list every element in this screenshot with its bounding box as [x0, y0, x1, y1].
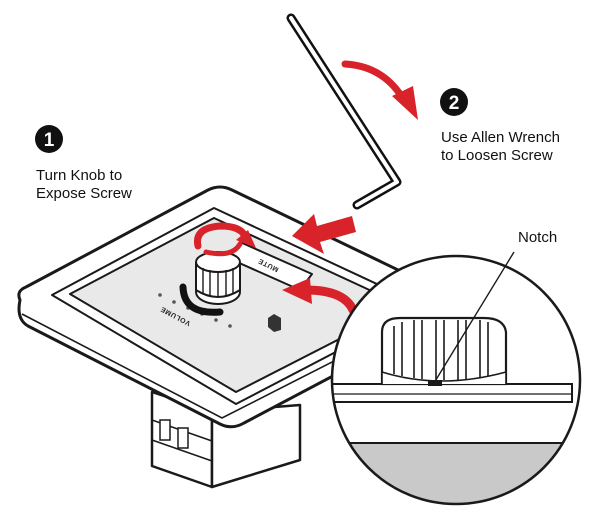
- allen-wrench: [286, 13, 402, 210]
- step-2-line-1: Use Allen Wrench: [441, 129, 560, 146]
- wrench-rotation-arrow-icon: [341, 60, 418, 120]
- step-1-line-1: Turn Knob to: [36, 167, 122, 184]
- step-1-badge: [35, 125, 63, 153]
- step-2-number: 2: [449, 93, 460, 114]
- push-arrow-icon: [292, 214, 356, 254]
- step-2-label: 2 Use Allen Wrench to Loosen Screw: [440, 88, 560, 164]
- notch-label: Notch: [518, 229, 557, 246]
- volume-knob: [179, 251, 241, 316]
- notch-marker: [428, 380, 442, 386]
- detail-pointer-arrow-icon: [282, 278, 358, 315]
- notch-leader-line: [433, 251, 515, 384]
- notch-callout: Notch: [433, 229, 557, 384]
- knob-rotation-arrow-icon: [193, 222, 256, 257]
- volume-control-device: MUTE VOLUME: [17, 185, 458, 489]
- notch-detail-view: [330, 254, 582, 506]
- step-1-line-2: Expose Screw: [36, 185, 132, 202]
- step-1-label: 1 Turn Knob to Expose Screw: [35, 125, 132, 202]
- volume-indicator-dots: [158, 293, 232, 328]
- speaker-icon: [268, 314, 281, 332]
- step-1-number: 1: [44, 130, 55, 151]
- step-2-badge: [440, 88, 468, 116]
- step-2-line-2: to Loosen Screw: [441, 147, 553, 164]
